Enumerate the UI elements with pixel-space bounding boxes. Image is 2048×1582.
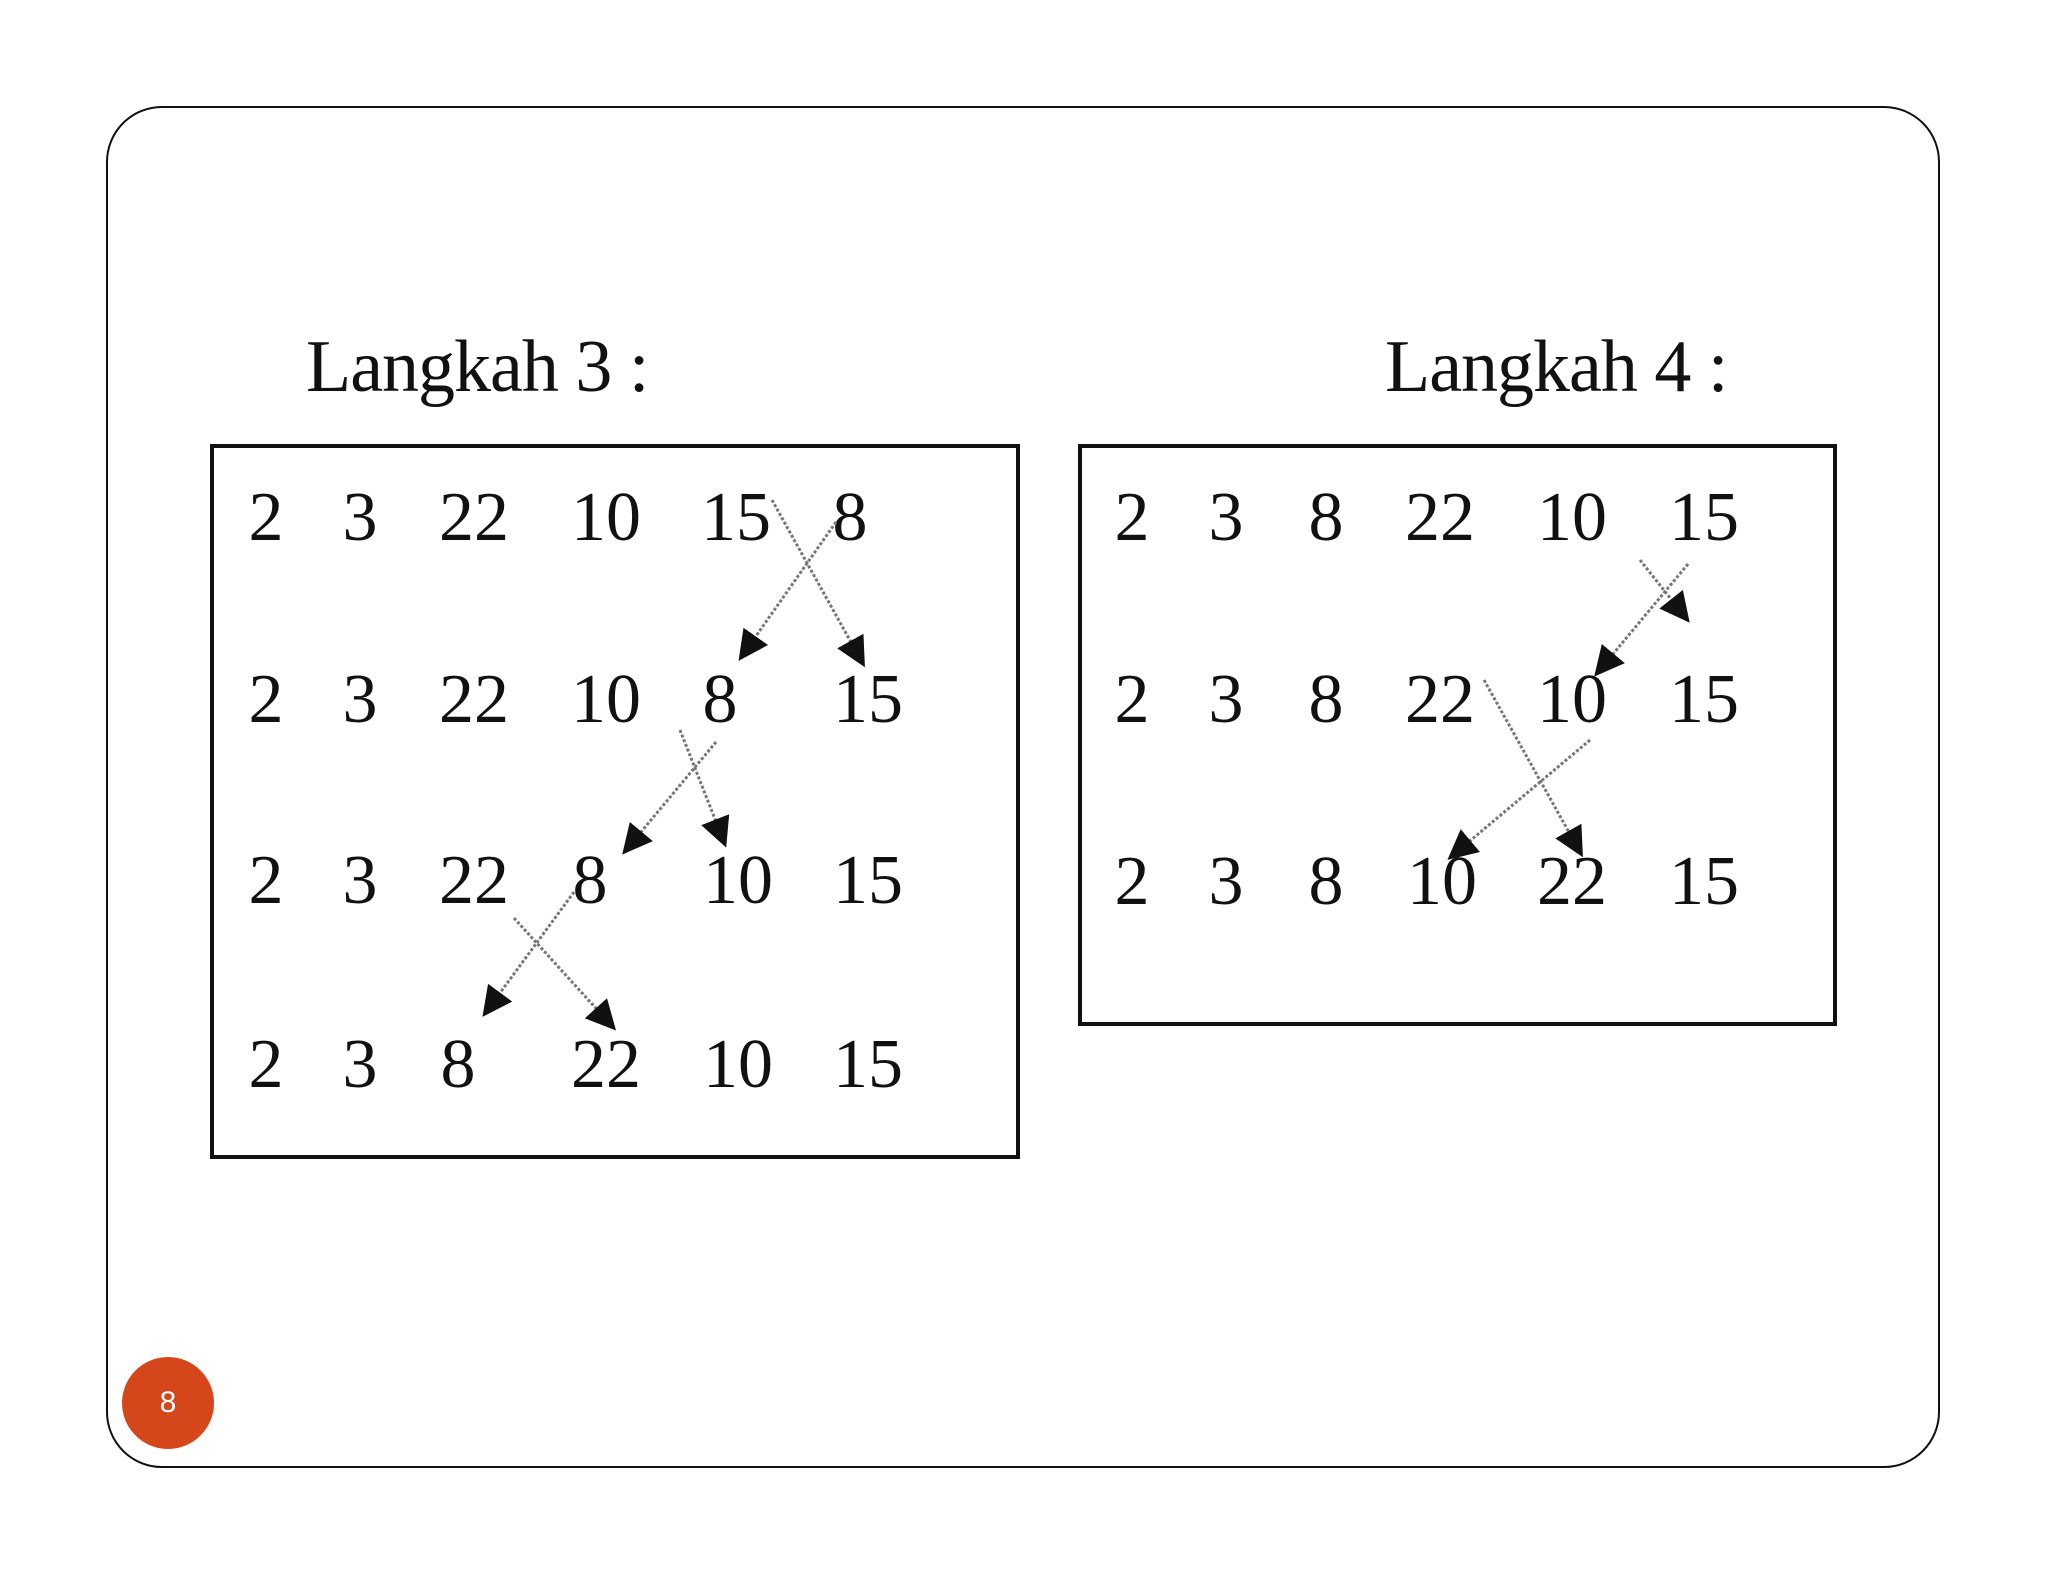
right-row1-cell3: 8: [1308, 479, 1344, 556]
left-row2-cell2: 3: [342, 661, 378, 738]
left-row2-cell1: 2: [248, 661, 284, 738]
right-row1-cell1: 2: [1114, 479, 1150, 556]
right-panel: [1078, 444, 1837, 1026]
right-row1-cell6: 15: [1669, 479, 1739, 556]
left-row2-cell5: 8: [702, 661, 738, 738]
left-row3-cell1: 2: [248, 842, 284, 919]
left-row4-cell5: 10: [703, 1026, 773, 1103]
right-row3-cell3: 8: [1308, 843, 1344, 920]
right-row2-cell5: 10: [1537, 661, 1607, 738]
right-row3-cell1: 2: [1114, 843, 1150, 920]
left-row1-cell3: 22: [439, 479, 509, 556]
left-row4-cell3: 8: [440, 1026, 476, 1103]
left-row4-cell1: 2: [248, 1026, 284, 1103]
left-panel-title: Langkah 3 :: [306, 326, 649, 408]
right-row3-cell4: 10: [1407, 843, 1477, 920]
left-row1-cell4: 10: [571, 479, 641, 556]
left-row2-cell3: 22: [439, 661, 509, 738]
left-row2-cell4: 10: [571, 661, 641, 738]
right-row1-cell4: 22: [1405, 479, 1475, 556]
right-panel-title: Langkah 4 :: [1385, 326, 1728, 408]
right-row1-cell2: 3: [1208, 479, 1244, 556]
right-row3-cell6: 15: [1669, 843, 1739, 920]
left-row4-cell4: 22: [571, 1026, 641, 1103]
right-row2-cell1: 2: [1114, 661, 1150, 738]
left-row1-cell1: 2: [248, 479, 284, 556]
right-row2-cell4: 22: [1405, 661, 1475, 738]
left-row2-cell6: 15: [833, 661, 903, 738]
left-row1-cell6: 8: [832, 479, 868, 556]
left-row3-cell4: 8: [572, 842, 608, 919]
left-row3-cell2: 3: [342, 842, 378, 919]
right-row3-cell5: 22: [1537, 843, 1607, 920]
right-row2-cell2: 3: [1208, 661, 1244, 738]
right-row1-cell5: 10: [1537, 479, 1607, 556]
left-panel: [210, 444, 1020, 1159]
right-row2-cell3: 8: [1308, 661, 1344, 738]
left-row4-cell2: 3: [342, 1026, 378, 1103]
right-row2-cell6: 15: [1669, 661, 1739, 738]
left-row3-cell3: 22: [439, 842, 509, 919]
left-row1-cell5: 15: [701, 479, 771, 556]
left-row3-cell5: 10: [703, 842, 773, 919]
left-row4-cell6: 15: [833, 1026, 903, 1103]
page-number-badge: 8: [122, 1357, 214, 1449]
left-row1-cell2: 3: [342, 479, 378, 556]
right-row3-cell2: 3: [1208, 843, 1244, 920]
left-row3-cell6: 15: [833, 842, 903, 919]
